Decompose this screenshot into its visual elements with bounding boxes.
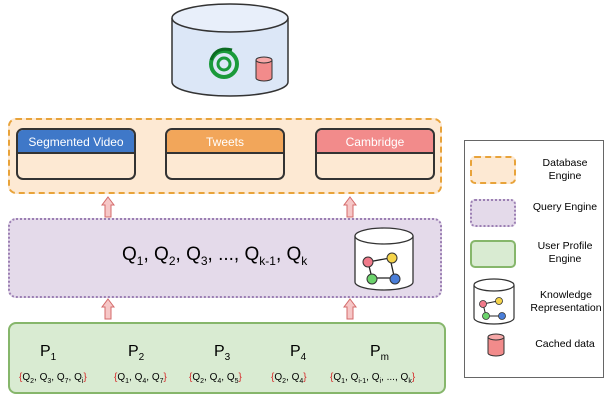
- profile-name: P1: [40, 343, 56, 363]
- brace-open: {: [271, 372, 275, 383]
- profile-query-term: Q4: [291, 372, 304, 385]
- query-term: Q3: [186, 244, 208, 268]
- profile-query-term-sub: 2: [282, 378, 287, 385]
- legend-knowledge-label: Knowledge Representation: [530, 289, 602, 314]
- profile-label-sub: 2: [138, 352, 145, 364]
- brace-close: }: [83, 372, 87, 383]
- cambridge-header: Cambridge: [317, 130, 433, 154]
- query-term-sub: k: [301, 253, 308, 268]
- cambridge-card: Cambridge: [315, 128, 435, 180]
- profile-query-term-sub: 4: [217, 378, 222, 385]
- legend-cached-data-label: Cached data: [535, 338, 595, 350]
- tweets-card: Tweets: [165, 128, 285, 180]
- profile-query-term: Q2: [274, 372, 287, 385]
- profile-query-term: Q4: [209, 372, 222, 385]
- profile-name: P2: [128, 343, 144, 363]
- brace-close: }: [411, 372, 416, 383]
- brace-open: {: [114, 372, 118, 383]
- profile-label-sub: 1: [50, 352, 57, 364]
- profile-query-term-sub: i: [379, 378, 382, 385]
- legend-user-swatch: [470, 240, 516, 268]
- swirl-logo-icon: [209, 47, 239, 79]
- profile-label: P2: [128, 343, 145, 364]
- profile-query-term-sub: 7: [64, 378, 69, 385]
- query-sequence: Q1, Q2, Q3, ..., Qk-1, Qk: [122, 244, 308, 268]
- profile-query-term-sub: i-1: [358, 378, 367, 385]
- profile-query-set: {Q1, Q4, Q7}: [114, 372, 167, 385]
- up-arrow-icon: [101, 196, 115, 218]
- profile-query-term: Q7: [151, 372, 164, 385]
- profile-query-term-sub: 7: [159, 378, 164, 385]
- profile-query-term: Qi: [371, 372, 382, 385]
- query-term-sub: k-1: [259, 253, 276, 268]
- profile-label: Pm: [370, 343, 390, 364]
- profile-query-term-sub: 4: [142, 378, 147, 385]
- profile-query-term: Q1: [117, 372, 130, 385]
- legend-database-label: Database Engine: [542, 157, 588, 182]
- profile-query-term-sub: k: [408, 378, 412, 385]
- brace-close: }: [303, 372, 307, 383]
- profile-query-set: {Q1, Qi-1, Qi, ..., Qk}: [330, 372, 416, 385]
- profile-name: P4: [290, 343, 306, 363]
- brace-close: }: [163, 372, 167, 383]
- brace-open: {: [330, 372, 334, 383]
- tweets-header: Tweets: [167, 130, 283, 154]
- profile-query-term: Q3: [39, 372, 52, 385]
- legend-knowledge-icon: [473, 278, 515, 325]
- profile-query-set: {Q2, Q4}: [271, 372, 307, 385]
- profile-query-term-sub: 3: [47, 378, 52, 385]
- profile-label-sub: 3: [224, 352, 231, 364]
- up-arrow-icon: [343, 298, 357, 320]
- query-term: Q2: [154, 244, 176, 268]
- profile-query-term: Q1: [333, 372, 346, 385]
- cached-data-icon: [255, 56, 273, 82]
- profile-query-term: Qk: [400, 372, 412, 385]
- legend-cached-data-icon: [487, 333, 505, 357]
- profile-query-term-sub: 1: [125, 378, 130, 385]
- profile-query-term-sub: 5: [234, 378, 239, 385]
- profile-query-term: Qi: [74, 372, 84, 385]
- profile-query-term-sub: 2: [200, 378, 205, 385]
- up-arrow-icon: [343, 196, 357, 218]
- profile-label: P3: [214, 343, 231, 364]
- profile-query-term: Q2: [192, 372, 205, 385]
- query-term-sub: 2: [168, 253, 176, 268]
- profile-query-term-sub: 2: [30, 378, 35, 385]
- profile-query-term-sub: i: [81, 378, 84, 385]
- brace-open: {: [19, 372, 23, 383]
- profile-query-term: ...: [386, 372, 395, 383]
- profile-label-sub: m: [380, 352, 390, 364]
- profile-query-term-sub: 4: [299, 378, 304, 385]
- segmented-video-header: Segmented Video: [18, 130, 134, 154]
- brace-close: }: [238, 372, 242, 383]
- profile-query-term: Qi-1: [350, 372, 367, 385]
- database-cylinder-icon: [171, 3, 289, 97]
- query-term-sub: 1: [136, 253, 144, 268]
- profile-query-term: Q5: [226, 372, 239, 385]
- profile-name: Pm: [370, 343, 389, 363]
- query-term: Qk: [286, 244, 308, 268]
- brace-open: {: [189, 372, 193, 383]
- profile-query-term: Q2: [22, 372, 35, 385]
- profile-query-term: Q7: [56, 372, 69, 385]
- profile-label: P1: [40, 343, 57, 364]
- user-profile-engine-layer: [8, 322, 446, 394]
- legend-database-swatch: [470, 156, 516, 184]
- up-arrow-icon: [101, 298, 115, 320]
- profile-query-set: {Q2, Q3, Q7, Qi}: [19, 372, 87, 385]
- query-term: Qk-1: [244, 244, 276, 268]
- legend-user-label: User Profile Engine: [537, 240, 593, 265]
- profile-label-sub: 4: [300, 352, 307, 364]
- query-term-sub: 3: [200, 253, 208, 268]
- query-term: Q1: [122, 244, 144, 268]
- legend-query-swatch: [470, 199, 516, 227]
- profile-query-term: Q4: [134, 372, 147, 385]
- profile-name: P3: [214, 343, 230, 363]
- legend-query-label: Query Engine: [532, 201, 598, 213]
- profile-query-set: {Q2, Q4, Q5}: [189, 372, 242, 385]
- profile-label: P4: [290, 343, 307, 364]
- profile-query-term-sub: 1: [341, 378, 346, 385]
- segmented-video-card: Segmented Video: [16, 128, 136, 180]
- knowledge-graph-cylinder-icon: [354, 227, 414, 291]
